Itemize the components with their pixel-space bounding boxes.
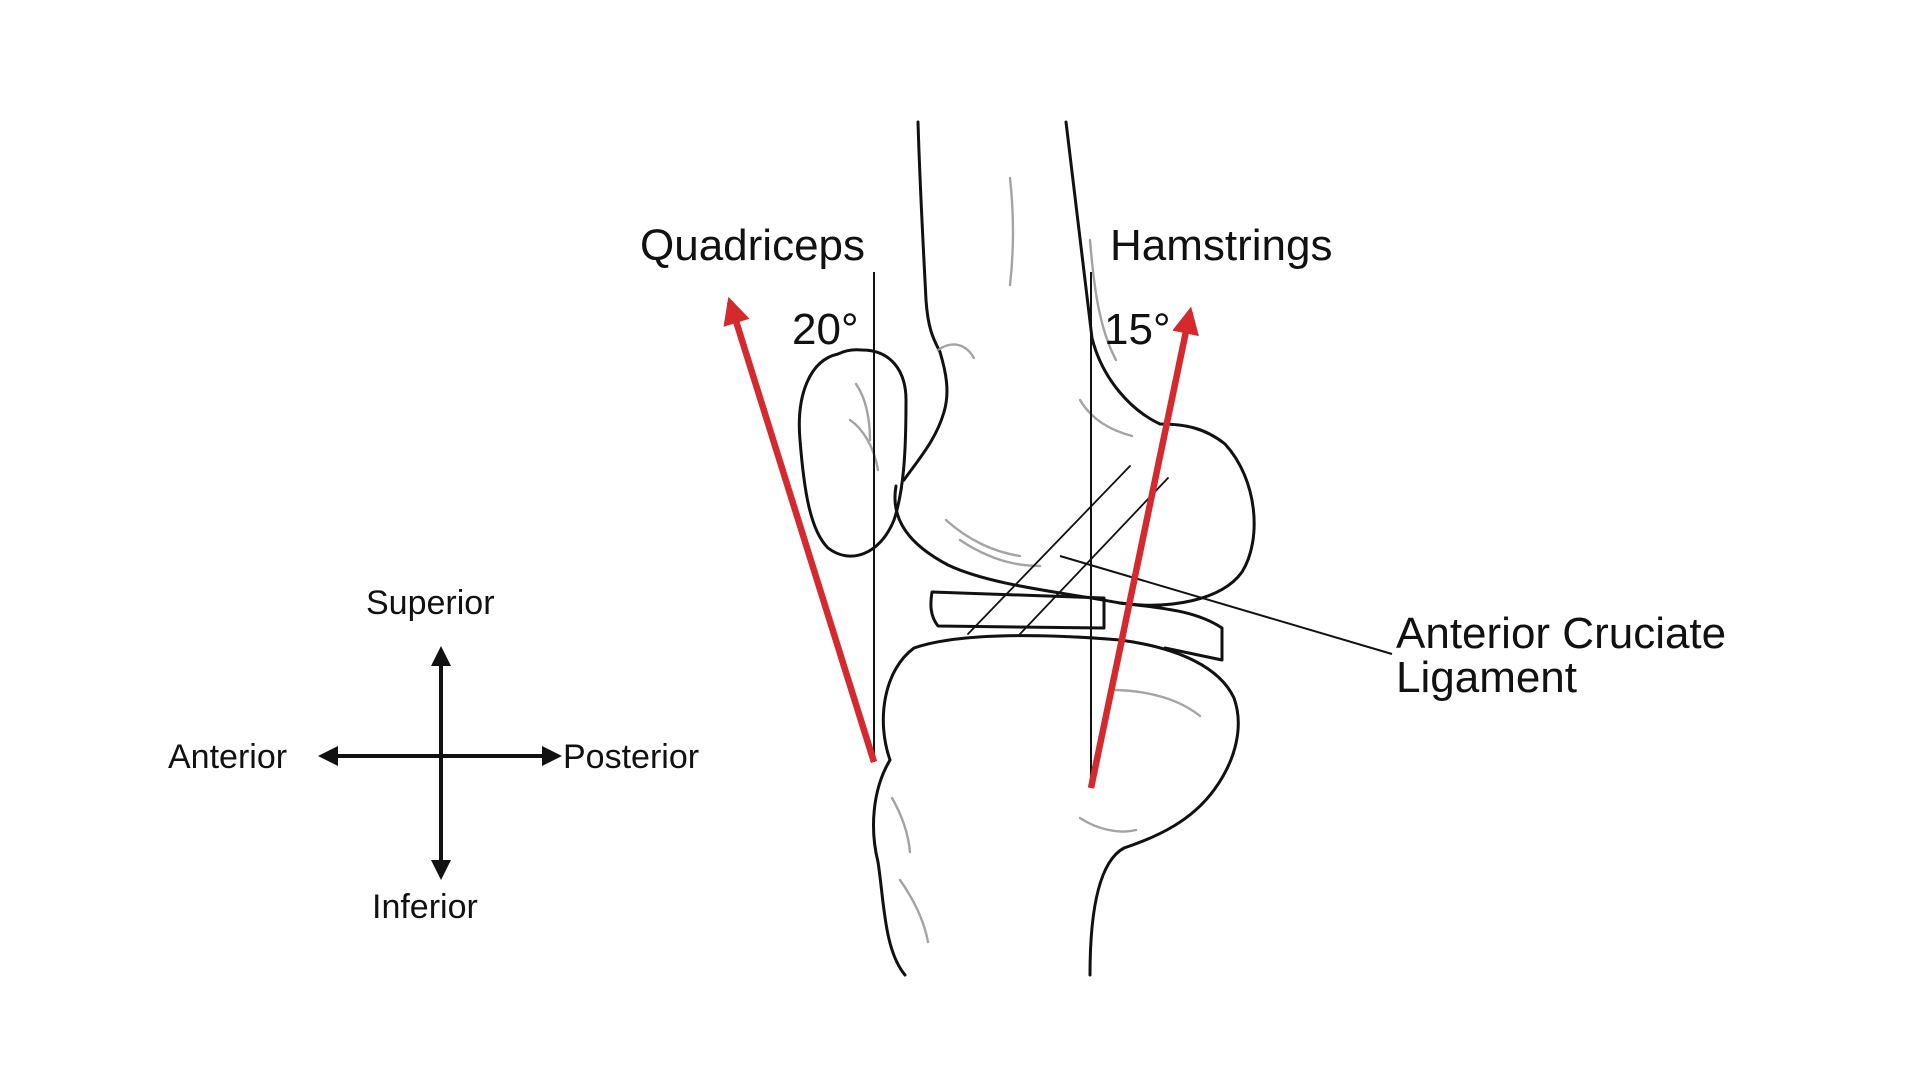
compass-anterior-label: Anterior <box>168 738 287 776</box>
femur-shaft-anterior-edge <box>902 120 949 482</box>
knee-bones <box>797 120 1256 977</box>
anterior-cruciate-ligament <box>967 465 1169 635</box>
tibia-anterior-edge <box>872 758 907 977</box>
acl-label-line2: Ligament <box>1396 653 1577 702</box>
tibial-plateau <box>881 634 1240 977</box>
quadriceps-label: Quadriceps <box>640 221 865 270</box>
quadriceps-angle-label: 20° <box>792 305 859 354</box>
meniscus-posterior <box>1118 601 1224 662</box>
acl-pointer-line <box>1059 555 1393 655</box>
patella <box>797 348 908 558</box>
compass-posterior-label: Posterior <box>563 738 699 776</box>
bone-shading <box>848 176 1202 944</box>
hamstrings-angle-label: 15° <box>1104 305 1171 354</box>
femur-shaft-posterior-edge <box>1064 120 1162 426</box>
meniscus-anterior <box>929 590 1106 630</box>
femoral-condyle <box>893 422 1256 607</box>
hamstrings-force-arrow <box>1087 306 1199 789</box>
acl-label-line1: Anterior Cruciate <box>1396 609 1726 658</box>
compass-superior-label: Superior <box>366 584 495 622</box>
hamstrings-label: Hamstrings <box>1110 221 1333 270</box>
quadriceps-force-arrow <box>723 296 878 763</box>
orientation-compass: Superior Inferior Anterior Posterior <box>168 584 699 926</box>
compass-inferior-label: Inferior <box>372 888 478 926</box>
